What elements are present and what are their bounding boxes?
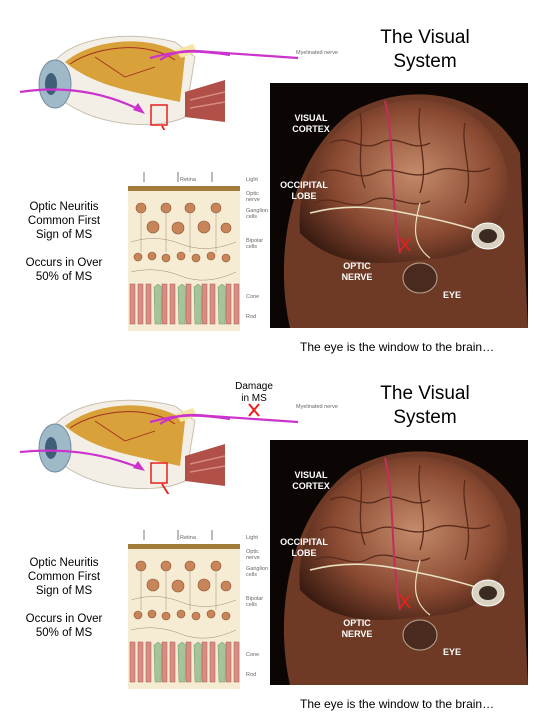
side-line: 50% of MS [35,271,93,283]
light-label: Light [246,177,258,183]
rod-label: Rod [246,672,257,678]
optic-pathway-line [19,49,299,130]
label-line: LOBE [291,191,317,201]
title-line2: System [393,51,457,72]
optic-pathway-line [19,403,299,494]
side-line: 50% of MS [35,627,93,639]
title-line1: The Visual [380,383,470,404]
retina-label: Retina [180,535,196,541]
label-line: in MS [241,393,267,404]
side-line: Common First [27,215,101,227]
label-line: OCCIPITAL [280,180,328,190]
retina-layer-illustration [126,172,244,332]
side-line: Optic Neuritis [29,557,99,569]
cone-label: Cone [246,652,260,658]
myelinated-nerve-label: Myelinated nerve [296,50,338,56]
label-line: VISUAL [294,470,328,480]
damage-x-icon [248,403,260,417]
side-line: Optic Neuritis [29,201,99,213]
label-line: cells [246,602,258,608]
label-line: CORTEX [292,124,330,134]
label-line: Damage [235,381,273,392]
eyeball-illustration [38,35,225,126]
side-text: Optic Neuritis Common First Sign of MS O… [8,556,120,640]
side-line: Occurs in Over [25,613,103,625]
eyeball-illustration [38,399,225,490]
side-line: Sign of MS [35,585,93,597]
caption: The eye is the window to the brain… [300,340,495,354]
label-line: Ganglion [246,566,269,572]
label-line: NERVE [341,272,373,282]
label-line: OPTIC [343,618,371,628]
retina-label: Retina [180,177,196,183]
title-line1: The Visual [380,27,470,48]
label-line: cells [246,214,258,220]
label-line: cells [246,244,258,250]
rod-label: Rod [246,314,257,320]
label-line: nerve [246,197,260,203]
label-line: OPTIC [343,261,371,271]
label-line: VISUAL [294,113,328,123]
eye-label: EYE [442,647,461,657]
label-line: Bipolar [246,596,264,602]
label-line: OCCIPITAL [280,537,328,547]
retina-layer-illustration [126,530,244,690]
label-line: Bipolar [246,238,264,244]
side-line: Common First [27,571,101,583]
label-line: cells [246,572,258,578]
eye-label: EYE [442,290,461,300]
panel-top: Myelinated nerve The Visual System Optic… [8,27,528,354]
label-line: nerve [246,555,260,561]
label-line: LOBE [291,548,317,558]
caption: The eye is the window to the brain… [300,697,495,711]
title-line2: System [393,407,457,428]
label-line: CORTEX [292,481,330,491]
side-line: Sign of MS [35,229,93,241]
label-line: Ganglion [246,208,269,214]
side-text: Optic Neuritis Common First Sign of MS O… [8,200,120,284]
cone-label: Cone [246,294,260,300]
light-label: Light [246,535,258,541]
label-line: Optic [246,549,259,555]
myelinated-nerve-label: Myelinated nerve [296,404,338,410]
side-line: Occurs in Over [25,257,103,269]
label-line: Optic [246,191,259,197]
label-line: NERVE [341,629,373,639]
